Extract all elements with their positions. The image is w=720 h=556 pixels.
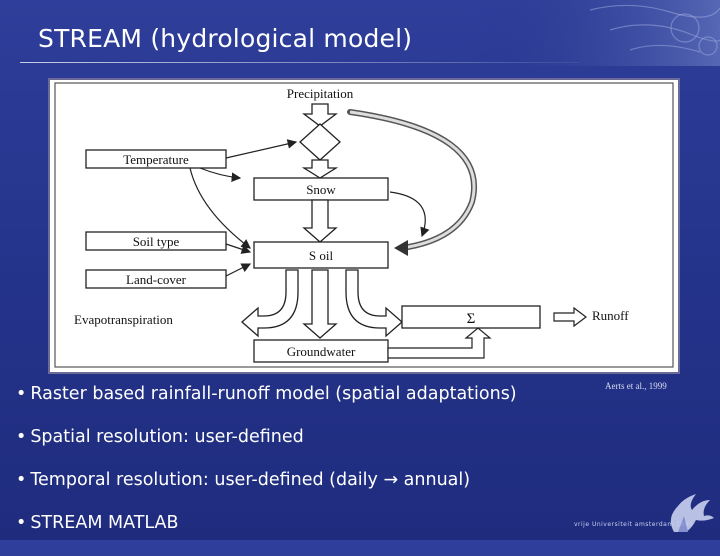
bullet-dot-icon: • [16,384,27,404]
flow-diagram-svg: Precipitation Temperature Snow Soil type [54,82,674,368]
bullet-item: •Temporal resolution: user-defined (dail… [16,470,517,513]
node-land-cover: Land-cover [126,272,187,287]
temperature-to-soil-arrow [189,167,251,249]
citation: Aerts et al., 1999 [605,381,667,391]
node-soil: S oil [309,248,334,263]
hydrological-model-diagram: Precipitation Temperature Snow Soil type [48,78,680,374]
node-runoff: Runoff [592,308,629,323]
box-sum [401,305,541,329]
node-temperature: Temperature [123,152,189,167]
slide-title: STREAM (hydrological model) [38,24,413,53]
snow-melt-arrow [389,191,430,238]
evapotranspiration-arrow [241,269,299,338]
diamond-to-snow-arrow [301,159,339,179]
node-sigma: Σ [467,311,476,327]
bullet-dot-icon: • [16,513,27,533]
box-soil [253,241,389,269]
node-precipitation: Precipitation [287,86,354,101]
bullet-dot-icon: • [16,470,27,490]
bullet-dot-icon: • [16,427,27,447]
decision-diamond [299,123,341,161]
sum-to-runoff-arrow [553,306,587,328]
university-name-text: vrije Universiteit amsterdam [574,521,674,528]
percolation-arrow [302,269,338,339]
box-temperature [85,149,227,169]
temperature-to-snow-arrow [199,167,242,182]
snow-to-soil-arrow [302,199,338,243]
node-snow: Snow [306,182,336,197]
node-soil-type: Soil type [133,234,180,249]
rain-bypass-arrowhead [394,240,408,256]
baseflow-arrow [387,327,492,359]
quickflow-arrow [345,269,403,338]
soil-type-to-soil-arrow [225,243,252,254]
title-underline [20,62,580,63]
bullet-list: •Raster based rainfall-runoff model (spa… [16,384,517,556]
box-land-cover [85,269,227,289]
precip-arrow [302,103,338,127]
header-decoration [470,0,720,66]
bullet-text: STREAM MATLAB [30,513,179,533]
bullet-item: •Raster based rainfall-runoff model (spa… [16,384,517,427]
node-groundwater: Groundwater [287,344,356,359]
land-cover-to-soil-arrow [225,263,252,277]
bullet-item: •STREAM MATLAB [16,513,517,556]
box-soil-type [85,231,227,251]
bullet-text: Temporal resolution: user-defined (daily… [30,470,471,490]
node-evapotranspiration: Evapotranspiration [74,312,173,327]
griffin-logo-icon [670,494,714,532]
bullet-text: Raster based rainfall-runoff model (spat… [30,384,517,404]
bullet-item: •Spatial resolution: user-defined [16,427,517,470]
temperature-to-diamond-arrow [225,139,298,159]
bullet-text: Spatial resolution: user-defined [30,427,304,447]
